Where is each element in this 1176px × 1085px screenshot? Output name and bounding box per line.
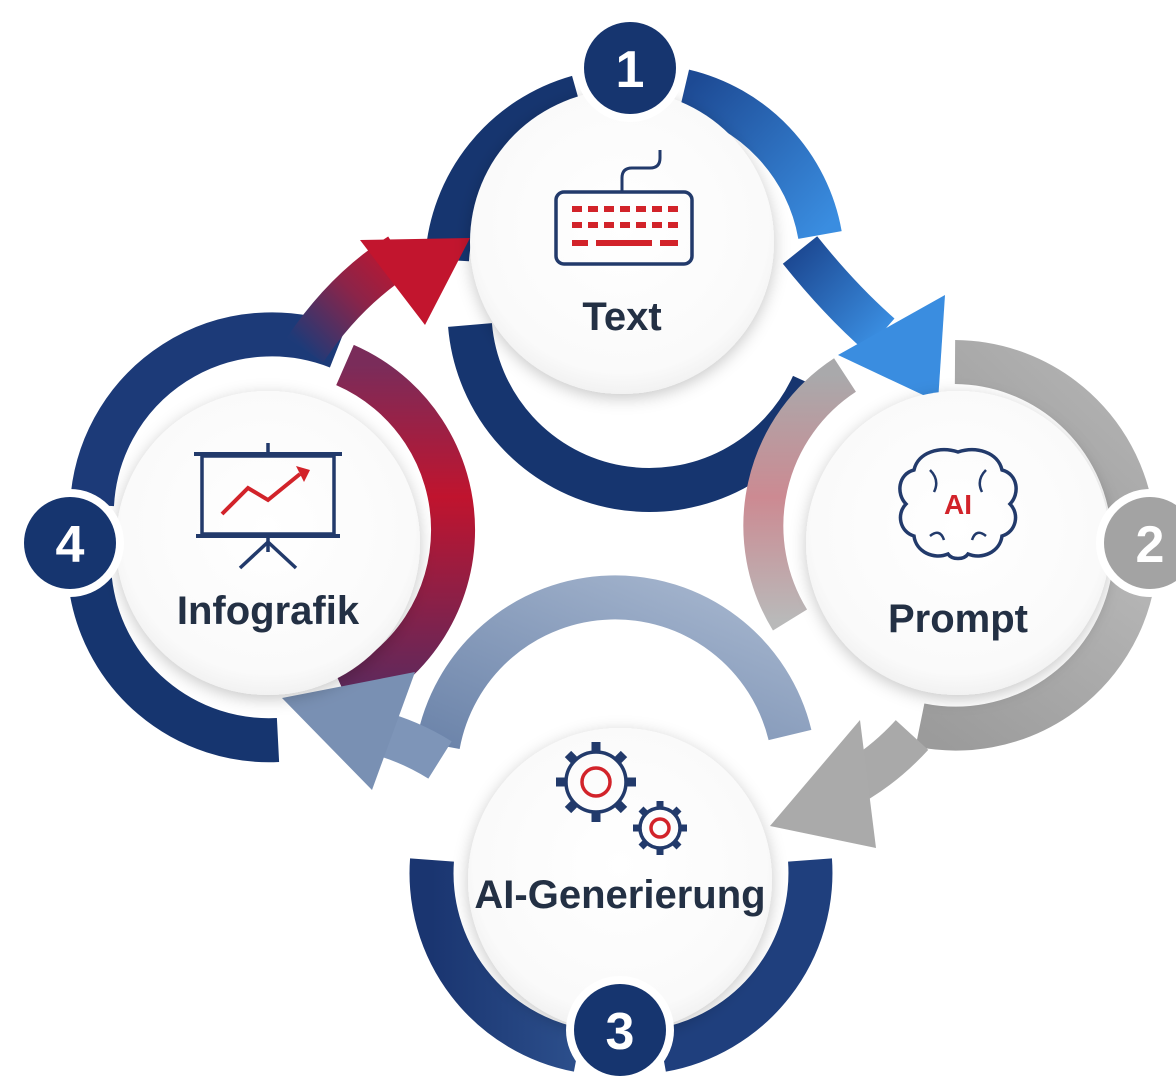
step-2-badge: 2 [1096, 489, 1176, 597]
arrow-head-3-to-4 [282, 672, 415, 790]
step-2-disc [806, 391, 1110, 695]
arrow-3-to-4 [282, 672, 452, 790]
step-3-badge: 3 [566, 976, 674, 1084]
ring-1-blue-arc [678, 69, 842, 240]
arrow-head-1-to-2 [838, 295, 945, 402]
ring-2-inner-arc [743, 358, 857, 631]
brain-ai-text: AI [944, 489, 972, 520]
arrow-1-to-2 [782, 236, 945, 402]
arrow-4-to-1 [286, 236, 470, 363]
ring-4-bottom-arc [68, 577, 280, 763]
step-4-badge: 4 [16, 489, 124, 597]
keyboard-icon [554, 150, 694, 266]
ring-4-inner-arc [335, 344, 476, 716]
ring-3-top-arc [416, 575, 812, 750]
arrow-head-2-to-3 [770, 720, 876, 848]
ring-2-outer-arc [954, 340, 1155, 528]
ring-1-navy-arc [425, 75, 585, 262]
ring-3 [409, 575, 833, 1072]
step-1-label: Text [582, 295, 661, 339]
step-2-number: 2 [1136, 516, 1165, 574]
step-4-number: 4 [56, 516, 85, 574]
step-2-label: Prompt [888, 597, 1028, 641]
step-3-number: 3 [606, 1003, 635, 1061]
step-1-badge: 1 [576, 14, 684, 122]
step-4-label: Infografik [177, 589, 360, 633]
arrow-2-to-3 [770, 719, 929, 848]
step-1-number: 1 [616, 41, 645, 99]
brain-ai-icon: AI [898, 448, 1018, 561]
ring-2 [743, 340, 1155, 751]
arrow-head-4-to-1 [360, 238, 470, 325]
presentation-chart-icon [194, 443, 342, 570]
ring-3-right-arc [657, 858, 833, 1072]
ring-2-lower-arc [915, 575, 1155, 751]
step-3-label: AI-Generierung [474, 873, 765, 917]
step-3-disc [468, 728, 772, 1032]
ring-3-left-arc [409, 858, 583, 1072]
gears-icon [556, 742, 687, 855]
